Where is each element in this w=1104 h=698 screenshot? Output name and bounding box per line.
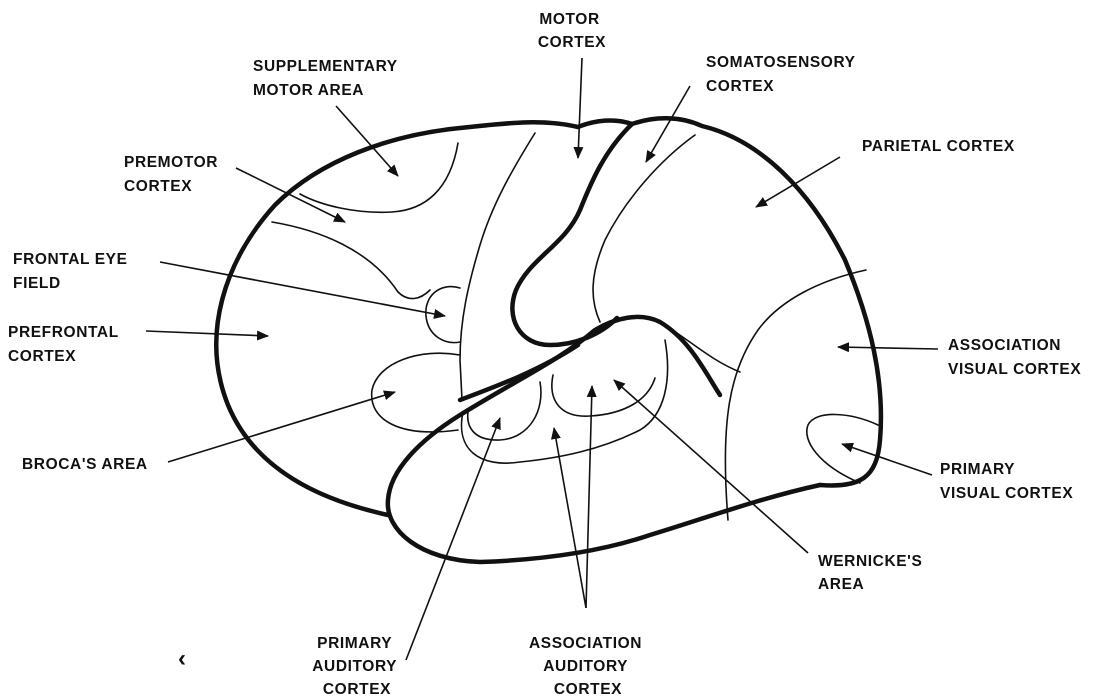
label-motor-cortex: MOTOR CORTEX — [538, 11, 606, 51]
pointer-motor — [578, 58, 582, 158]
pointer-assoc-auditory-2 — [586, 386, 592, 608]
pointer-wernickes — [614, 380, 808, 553]
label-premotor-cortex: PREMOTOR CORTEX — [124, 154, 223, 195]
motor-strip-front — [460, 133, 535, 400]
label-wernickes-area: WERNICKE'S AREA — [818, 553, 927, 593]
pointer-prefrontal — [146, 331, 268, 336]
pointer-frontal-eye — [160, 262, 445, 316]
label-supplementary-motor-area: SUPPLEMENTARY MOTOR AREA — [253, 58, 402, 99]
frontal-eye-field-region — [426, 287, 460, 343]
label-association-visual-cortex: ASSOCIATION VISUAL CORTEX — [948, 337, 1081, 378]
pointer-premotor — [236, 168, 345, 222]
pointer-primary-visual — [842, 444, 932, 475]
label-parietal-cortex: PARIETAL CORTEX — [862, 138, 1015, 155]
pointer-somatosensory — [646, 86, 690, 162]
pointer-assoc-visual — [838, 347, 938, 349]
central-sulcus — [512, 124, 632, 345]
label-brocas-area: BROCA'S AREA — [22, 456, 148, 473]
label-association-auditory-cortex: ASSOCIATION AUDITORY CORTEX — [529, 635, 647, 698]
label-prefrontal-cortex: PREFRONTAL CORTEX — [8, 324, 123, 365]
label-primary-auditory-cortex: PRIMARY AUDITORY CORTEX — [312, 635, 402, 698]
wernickes-region — [552, 375, 655, 416]
somatosensory-back — [593, 135, 695, 322]
stray-mark: ‹ — [178, 645, 187, 672]
pointer-primary-auditory — [406, 418, 500, 660]
pointer-assoc-auditory-1 — [554, 428, 586, 608]
label-frontal-eye-field: FRONTAL EYE FIELD — [13, 251, 132, 292]
brocas-area-region — [372, 353, 460, 432]
pointer-parietal — [756, 157, 840, 207]
label-somatosensory-cortex: SOMATOSENSORY CORTEX — [706, 54, 860, 95]
pointer-brocas — [168, 392, 395, 462]
label-primary-visual-cortex: PRIMARY VISUAL CORTEX — [940, 461, 1073, 502]
brain-outline — [216, 118, 881, 515]
